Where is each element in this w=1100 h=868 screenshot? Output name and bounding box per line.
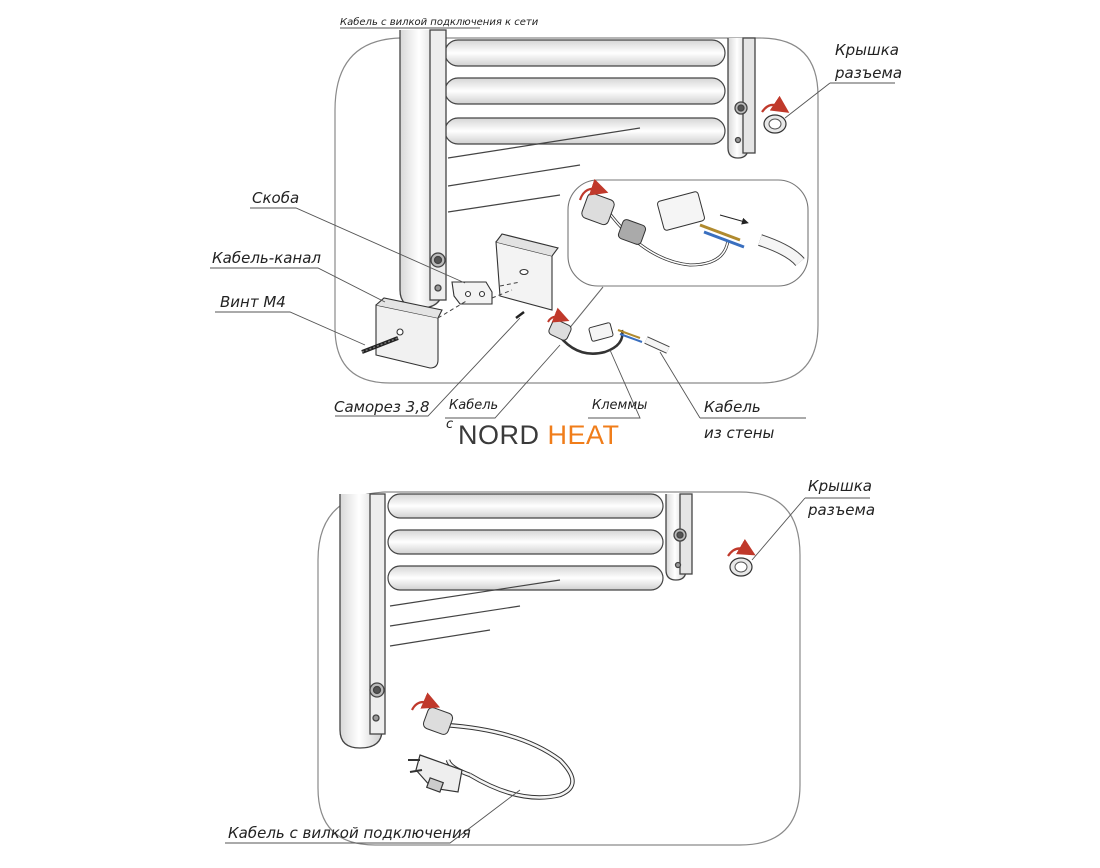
label-terminals: Клеммы [592, 398, 647, 413]
label-plug-cable: Кабель с вилкой подключения [228, 824, 471, 842]
top-frame [334, 37, 819, 384]
inset-pointer [567, 286, 604, 331]
label-screw-m4: Винт М4 [220, 293, 286, 311]
plug-cable [408, 692, 575, 800]
top-right-pipe [727, 37, 756, 159]
bottom-panel [225, 491, 870, 846]
bottom-frame [317, 491, 801, 846]
label-skoba: Скоба [252, 189, 299, 207]
mounting-plate [495, 233, 559, 311]
cable-channel [375, 297, 443, 369]
label-cap-top-1: Крышка [835, 41, 899, 59]
detail-inset [567, 178, 809, 287]
screw-m4 [361, 336, 399, 354]
top-rails [444, 39, 726, 213]
label-cap-bottom-1: Крышка [808, 477, 872, 495]
bracket-skoba [451, 281, 493, 305]
logo-part-heat: HEAT [548, 420, 620, 450]
top-left-pipe [399, 29, 447, 309]
logo-part-nord: NORD [458, 420, 540, 450]
label-cap-top-2: разъема [834, 64, 902, 82]
bottom-left-pipe [339, 493, 386, 749]
label-cable-wall-2: из стены [704, 424, 775, 442]
label-cable-connector-1: Кабель [449, 398, 498, 413]
top-caption: Кабель с вилкой подключения к сети [340, 16, 539, 28]
self-tapping-screw [515, 311, 525, 319]
connector-cable-lower [547, 307, 670, 355]
label-cable-channel: Кабель-канал [212, 249, 321, 267]
bottom-right-pipe [665, 493, 693, 581]
connector-cap-bottom [727, 538, 756, 577]
leader-lines-bottom [225, 497, 870, 844]
label-cap-bottom-2: разъема [807, 501, 875, 519]
connector-cap-top [761, 95, 790, 134]
plug-icon [408, 754, 463, 793]
brand-logo: NORD HEAT [456, 420, 641, 450]
assembly-dash-lines [437, 281, 521, 319]
leader-lines-top [210, 27, 895, 419]
label-self-tapping: Саморез 3,8 [334, 398, 430, 416]
bottom-rails [387, 493, 664, 647]
top-panel [210, 27, 895, 419]
label-cable-wall-1: Кабель [704, 398, 761, 416]
